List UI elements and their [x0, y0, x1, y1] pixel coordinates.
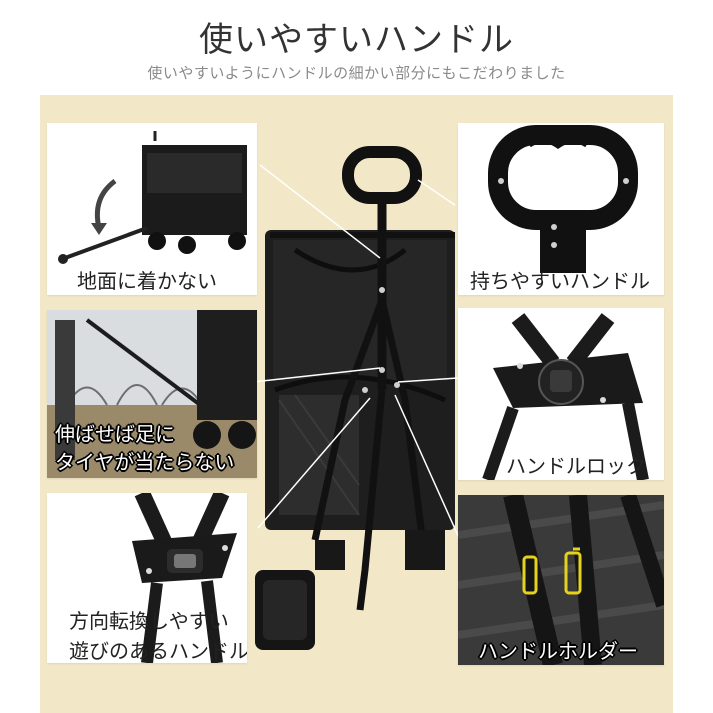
- handle-lock-tile: ハンドルロック: [458, 308, 664, 480]
- handle-lock-label: ハンドルロック: [506, 454, 646, 478]
- steering-play-tile: 方向転換しやすい 遊びのあるハンドル: [47, 493, 247, 663]
- steering-play-label-line1: 方向転換しやすい: [69, 609, 229, 633]
- handle-holder-tile: ハンドルホルダー: [458, 495, 664, 665]
- outdoor-pulling-photo: [47, 310, 257, 478]
- handle-joint-closeup: [132, 493, 237, 663]
- page-title: 使いやすいハンドル: [199, 20, 514, 60]
- handle-holder-label: ハンドルホルダー: [478, 639, 638, 663]
- tire-clearance-label-line2: タイヤが当たらない: [55, 450, 235, 474]
- wagon-folded-handle-illustration: [58, 131, 247, 264]
- easy-grip-label: 持ちやすいハンドル: [470, 269, 650, 293]
- lock-joint-closeup: [482, 313, 649, 480]
- easy-grip-tile: 持ちやすいハンドル: [458, 123, 664, 295]
- grip-handle-closeup: [488, 125, 638, 273]
- ground-clearance-label: 地面に着かない: [77, 269, 217, 293]
- steering-play-label-line2: 遊びのあるハンドル: [69, 639, 247, 663]
- ground-clearance-tile: 地面に着かない: [47, 123, 257, 295]
- holder-clip-closeup: [458, 495, 664, 665]
- wagon-product-photo: [255, 146, 455, 650]
- tire-clearance-tile: 伸ばせば足に タイヤが当たらない: [47, 310, 257, 478]
- page-subtitle: 使いやすいようにハンドルの細かい部分にもこだわりました: [147, 64, 566, 82]
- tire-clearance-label-line1: 伸ばせば足に: [55, 422, 175, 446]
